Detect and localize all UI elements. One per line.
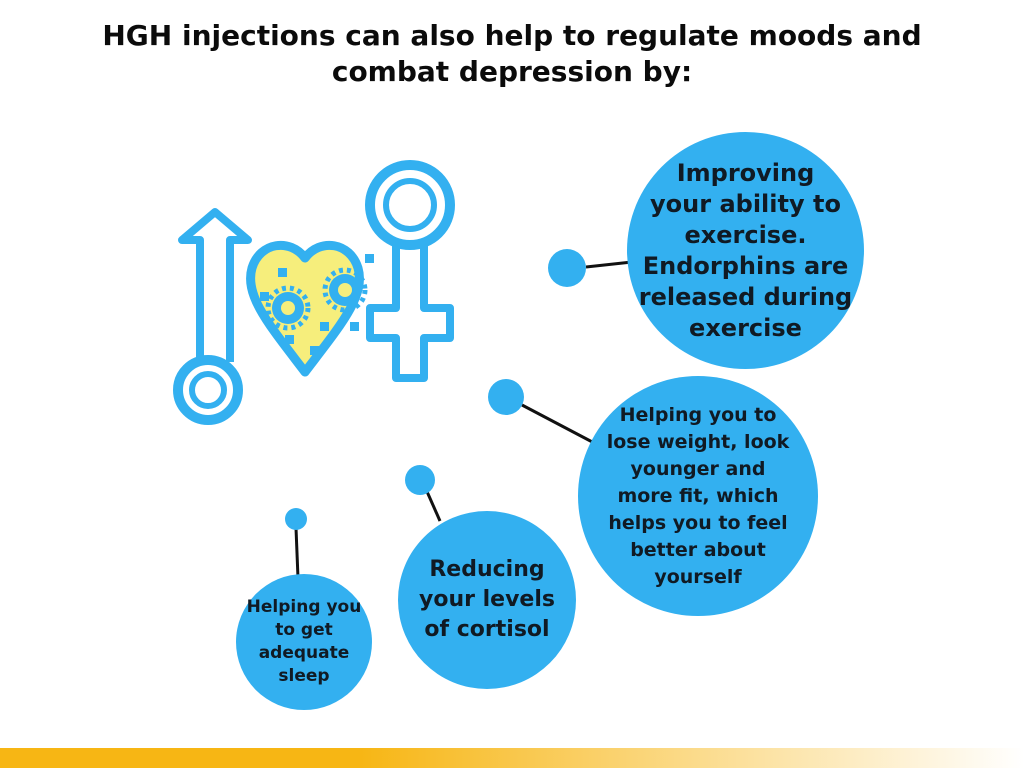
bubble-line: Reducing (429, 557, 545, 582)
benefit-bubble-sleep: Helping you to get adequate sleep (236, 574, 372, 710)
bubble-line: Helping you (246, 597, 362, 617)
bubble-line: your levels (419, 587, 555, 612)
bubble-line: younger and (630, 457, 766, 480)
bubble-line: better about (630, 538, 766, 561)
page-title: HGH injections can also help to regulate… (0, 18, 1024, 90)
bubble-line: to get (275, 620, 333, 640)
connector-dot (405, 465, 435, 495)
gender-symbols-heart-gears-icon (173, 160, 455, 425)
bubble-line: helps you to feel (608, 511, 788, 534)
benefit-bubble-cortisol: Reducing your levels of cortisol (398, 511, 576, 689)
benefit-bubble-exercise: Improving your ability to exercise. Endo… (627, 132, 864, 369)
bubble-line: lose weight, look (606, 430, 790, 453)
bubble-line: adequate (258, 643, 350, 663)
bubble-line: yourself (654, 565, 742, 588)
title-line-1: HGH injections can also help to regulate… (102, 19, 922, 52)
bubble-line: Helping you to (619, 403, 777, 426)
connector-dot (548, 249, 586, 287)
bubble-line: your ability to (650, 189, 841, 218)
bubble-line: exercise (689, 313, 802, 342)
bubble-line: Improving (676, 158, 815, 187)
footer-gradient-bar (0, 748, 1024, 768)
bubble-line: more fit, which (617, 484, 779, 507)
bubble-line: released during (638, 282, 853, 311)
benefit-bubble-weight: Helping you to lose weight, look younger… (578, 376, 818, 616)
bubble-line: sleep (278, 666, 330, 686)
bubble-line: Endorphins are (642, 251, 849, 280)
bubble-line: of cortisol (424, 617, 550, 642)
connector-dot (285, 508, 307, 530)
connector-dot (488, 379, 524, 415)
title-line-2: combat depression by: (331, 55, 693, 88)
bubble-line: exercise. (684, 220, 807, 249)
